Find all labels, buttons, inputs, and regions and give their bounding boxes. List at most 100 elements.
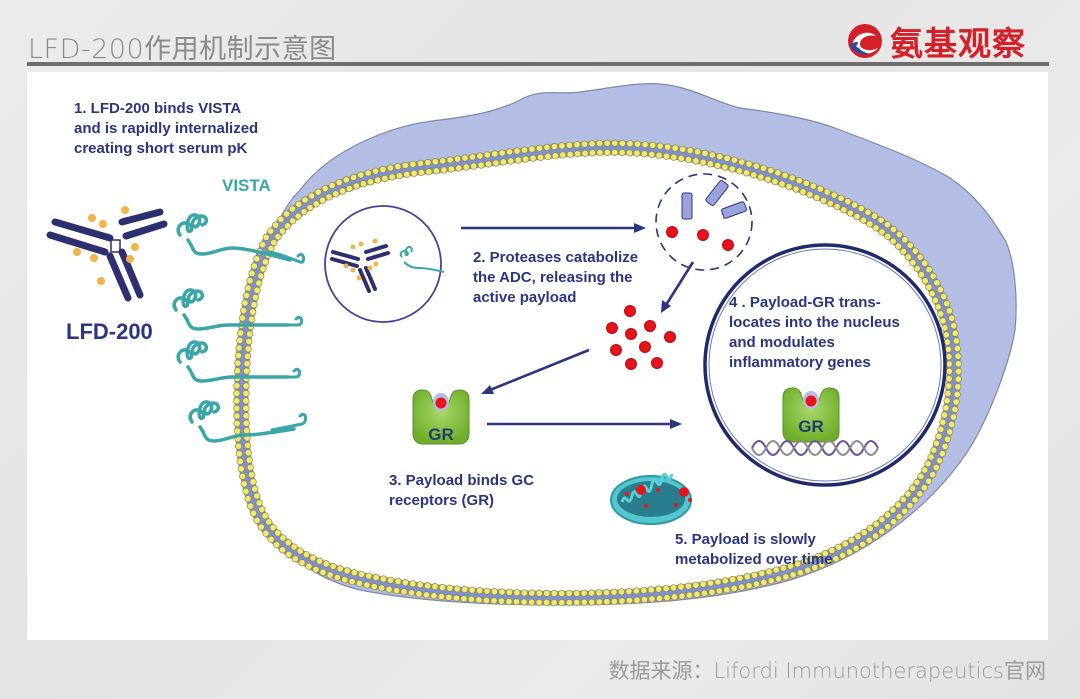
lipid-bead bbox=[580, 140, 589, 148]
lipid-bead bbox=[242, 487, 250, 495]
lipid-bead bbox=[866, 220, 874, 228]
lipid-bead bbox=[723, 154, 731, 162]
lipid-bead bbox=[781, 171, 789, 179]
lipid-bead bbox=[315, 557, 324, 565]
lipid-bead bbox=[242, 419, 250, 427]
vista-receptor bbox=[176, 340, 302, 383]
lipid-bead bbox=[940, 411, 949, 419]
lipid-bead bbox=[832, 555, 840, 563]
lipid-bead bbox=[927, 453, 935, 461]
lipid-bead bbox=[251, 293, 260, 301]
lfd200-label: LFD-200 bbox=[66, 319, 153, 344]
lipid-bead bbox=[454, 155, 462, 163]
lipid-bead bbox=[618, 597, 626, 605]
lipid-bead bbox=[283, 222, 292, 230]
lipid-bead bbox=[512, 598, 521, 606]
lipid-bead bbox=[535, 144, 543, 152]
lipid-bead bbox=[626, 140, 634, 148]
lipid-bead bbox=[243, 360, 251, 368]
lipid-bead bbox=[355, 579, 364, 587]
lipid-bead bbox=[878, 527, 886, 535]
lipid-bead bbox=[943, 397, 951, 405]
lipid-bead bbox=[580, 598, 588, 606]
lipid-bead bbox=[921, 277, 929, 285]
lipid-bead bbox=[906, 502, 914, 510]
lipid-bead bbox=[284, 539, 292, 547]
lipid-bead bbox=[913, 478, 921, 486]
lipid-bead bbox=[595, 589, 603, 597]
lipid-bead bbox=[432, 167, 440, 175]
lipid-bead bbox=[257, 523, 265, 531]
vista-receptor bbox=[172, 288, 304, 331]
lipid-bead bbox=[647, 586, 655, 594]
lipid-bead bbox=[662, 152, 671, 160]
lipid-bead bbox=[877, 216, 885, 224]
lipid-bead bbox=[301, 196, 309, 204]
lipid-bead bbox=[721, 577, 729, 585]
lipid-bead bbox=[497, 597, 506, 605]
lipid-bead bbox=[610, 597, 618, 605]
lipid-bead bbox=[513, 147, 521, 155]
lipid-bead bbox=[319, 568, 327, 576]
lipid-bead bbox=[901, 507, 909, 515]
lipid-bead bbox=[778, 180, 786, 188]
lipid-bead bbox=[826, 199, 834, 208]
lipid-bead bbox=[708, 151, 716, 159]
lipid-bead bbox=[461, 154, 469, 162]
lipid-bead bbox=[249, 478, 257, 486]
gr-label: GR bbox=[798, 417, 824, 436]
lipid-bead bbox=[379, 575, 387, 583]
lipid-bead bbox=[664, 143, 672, 151]
lipid-bead bbox=[932, 464, 940, 472]
lipid-bead bbox=[244, 449, 252, 457]
lipid-bead bbox=[840, 206, 848, 214]
lipid-bead bbox=[273, 541, 281, 549]
lipid-bead bbox=[528, 598, 536, 606]
lipid-bead bbox=[332, 190, 340, 198]
step5-label: 5. Payload is slowly metabolized over ti… bbox=[675, 531, 833, 568]
lipid-bead bbox=[244, 284, 252, 292]
lipid-bead bbox=[581, 149, 589, 157]
lipid-bead bbox=[945, 375, 953, 383]
lipid-bead bbox=[796, 569, 804, 577]
lipid-bead bbox=[617, 588, 625, 596]
lipid-bead bbox=[233, 419, 241, 428]
lipid-bead bbox=[844, 198, 852, 206]
lipid-bead bbox=[339, 187, 347, 195]
lipid-bead bbox=[738, 583, 746, 591]
lipid-bead bbox=[245, 337, 253, 345]
lipid-bead bbox=[670, 153, 678, 161]
lipid-bead bbox=[236, 336, 244, 345]
lipid-bead bbox=[669, 584, 678, 592]
lipid-bead bbox=[901, 236, 909, 244]
lipid-bead bbox=[655, 594, 664, 602]
lipid-bead bbox=[758, 569, 766, 578]
lipid-bead bbox=[374, 176, 382, 184]
lipid-bead bbox=[363, 581, 371, 589]
lipid-bead bbox=[899, 495, 907, 504]
lfd200-antibody-icon bbox=[46, 206, 168, 302]
lipid-bead bbox=[364, 169, 372, 177]
lipid-bead bbox=[633, 596, 641, 604]
lipid-bead bbox=[852, 544, 860, 552]
lipid-bead bbox=[242, 412, 250, 420]
lipid-bead bbox=[498, 588, 506, 596]
lipid-bead bbox=[470, 162, 478, 170]
lipid-bead bbox=[251, 485, 259, 493]
lipid-bead bbox=[716, 153, 724, 161]
lipid-bead bbox=[714, 578, 722, 586]
lipid-bead bbox=[385, 585, 393, 593]
process-arrows bbox=[461, 223, 695, 429]
lipid-bead bbox=[430, 592, 438, 600]
lipid-bead bbox=[253, 516, 261, 524]
lipid-bead bbox=[386, 164, 394, 172]
lipid-bead bbox=[291, 555, 299, 563]
lipid-bead bbox=[942, 404, 950, 412]
lipid-bead bbox=[837, 194, 845, 202]
lipid-bead bbox=[250, 262, 258, 270]
lipid-bead bbox=[845, 548, 854, 556]
lipid-bead bbox=[476, 587, 484, 595]
lipid-bead bbox=[257, 272, 265, 280]
lipid-bead bbox=[804, 566, 812, 574]
